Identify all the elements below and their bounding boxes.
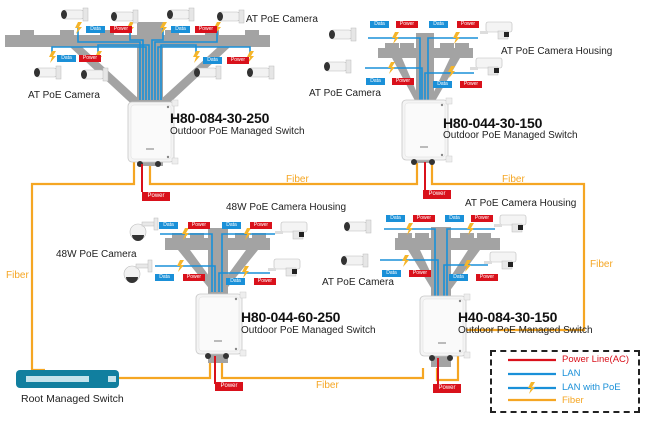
data-tag: Data (386, 215, 405, 222)
group1-camera-label-top: AT PoE Camera (246, 14, 318, 25)
data-tag: Data (171, 26, 190, 33)
power-tag: Power (250, 222, 272, 229)
power-input-tag: Power (142, 192, 170, 201)
legend-label-fiber: Fiber (562, 395, 584, 406)
power-tag: Power (476, 274, 498, 281)
power-tag: Power (471, 215, 493, 222)
fiber-label: Fiber (502, 174, 525, 185)
group2-subtitle: Outdoor PoE Managed Switch (443, 130, 578, 141)
power-tag: Power (188, 222, 210, 229)
data-tag: Data (370, 21, 389, 28)
group1-camera-label-bottom: AT PoE Camera (28, 90, 100, 101)
power-tag: Power (457, 21, 479, 28)
power-tag: Power (460, 81, 482, 88)
group3-subtitle: Outdoor PoE Managed Switch (241, 325, 376, 336)
data-tag: Data (449, 274, 468, 281)
group2-model: H80-044-30-150 (443, 115, 543, 131)
fiber-label: Fiber (6, 270, 29, 281)
data-tag: Data (203, 57, 222, 64)
data-tag: Data (86, 26, 105, 33)
legend-label-power: Power Line(AC) (562, 354, 630, 365)
power-tag: Power (409, 270, 431, 277)
data-tag: Data (433, 81, 452, 88)
power-input-tag: Power (433, 384, 461, 393)
data-tag: Data (382, 270, 401, 277)
data-tag: Data (159, 222, 178, 229)
group1-model: H80-084-30-250 (170, 110, 270, 126)
power-tag: Power (254, 278, 276, 285)
fiber-label: Fiber (316, 380, 339, 391)
group3-camera-label-top: 48W PoE Camera Housing (226, 202, 347, 213)
legend-label-lan-poe: LAN with PoE (562, 382, 621, 393)
data-tag: Data (57, 55, 76, 62)
data-tag: Data (429, 21, 448, 28)
power-tag: Power (413, 215, 435, 222)
power-tag: Power (392, 78, 414, 85)
power-tag: Power (110, 26, 132, 33)
root-switch-label: Root Managed Switch (21, 393, 124, 405)
group4-subtitle: Outdoor PoE Managed Switch (458, 325, 593, 336)
power-tag: Power (183, 274, 205, 281)
power-tag: Power (227, 57, 249, 64)
group-h80-044-60-250 (123, 217, 308, 384)
power-input-tag: Power (423, 190, 451, 199)
root-switch-device (16, 370, 119, 388)
power-tag: Power (195, 26, 217, 33)
data-tag: Data (222, 222, 241, 229)
group3-model: H80-044-60-250 (241, 309, 341, 325)
legend-poe-bolt-icon (528, 382, 535, 394)
data-tag: Data (155, 274, 174, 281)
power-tag: Power (79, 55, 101, 62)
group4-model: H40-084-30-150 (458, 309, 558, 325)
group-h40-084-30-150 (340, 214, 527, 384)
legend-label-lan: LAN (562, 368, 581, 379)
group3-camera-label-bottom: 48W PoE Camera (56, 249, 137, 260)
fiber-label: Fiber (590, 259, 613, 270)
power-input-tag: Power (215, 382, 243, 391)
fiber-lines (30, 155, 586, 382)
data-tag: Data (226, 278, 245, 285)
group4-camera-label-top: AT PoE Camera Housing (465, 198, 577, 209)
group4-camera-label-bottom: AT PoE Camera (322, 277, 394, 288)
data-tag: Data (366, 78, 385, 85)
legend: Power Line(AC) LAN LAN with PoE Fiber (490, 350, 640, 413)
group2-camera-label-top: AT PoE Camera Housing (501, 46, 613, 57)
power-tag: Power (396, 21, 418, 28)
data-tag: Data (445, 215, 464, 222)
fiber-label: Fiber (286, 174, 309, 185)
group1-subtitle: Outdoor PoE Managed Switch (170, 126, 305, 137)
group2-camera-label-bottom: AT PoE Camera (309, 88, 381, 99)
